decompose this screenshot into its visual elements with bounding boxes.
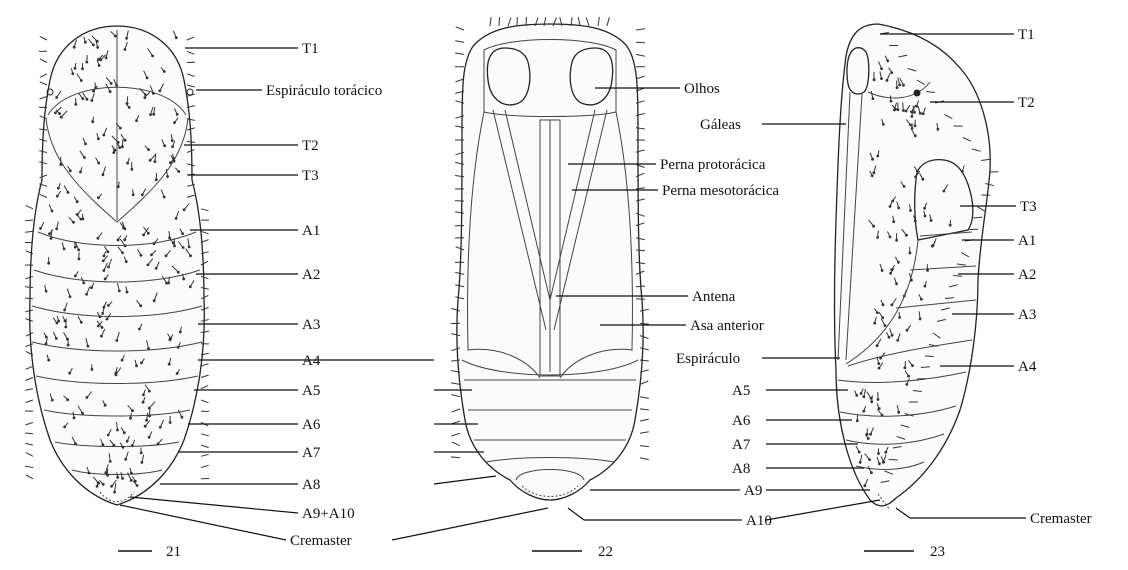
label-21-t3: T3 bbox=[302, 168, 319, 184]
seta bbox=[903, 103, 904, 111]
label-23-galeas: Gáleas bbox=[700, 117, 741, 133]
seta bbox=[953, 276, 962, 277]
label-23-t2: T2 bbox=[1018, 95, 1035, 111]
pupa-23-eye bbox=[847, 48, 869, 94]
pupa-22-eye-right bbox=[570, 48, 612, 105]
label-22-mesoleg: Perna mesotorácica bbox=[662, 183, 779, 199]
label-23-t3: T3 bbox=[1020, 199, 1037, 215]
seta bbox=[127, 96, 128, 103]
label-21-cremaster: Cremaster bbox=[290, 533, 352, 549]
label-22-antenna: Antena bbox=[692, 289, 736, 305]
label-21-t2: T2 bbox=[302, 138, 319, 154]
label-23-t1: T1 bbox=[1018, 27, 1035, 43]
seta bbox=[133, 189, 134, 194]
panel-21 bbox=[25, 26, 209, 505]
label-21-t1: T1 bbox=[302, 41, 319, 57]
seta bbox=[169, 231, 170, 238]
label-23-a1: A1 bbox=[1018, 233, 1036, 249]
seta bbox=[636, 42, 645, 43]
figure-number-21: 21 bbox=[166, 544, 181, 560]
seta bbox=[897, 81, 898, 88]
label-22-a10: A10 bbox=[746, 513, 772, 529]
label-22-proleg: Perna protorácica bbox=[660, 157, 766, 173]
seta bbox=[878, 230, 879, 237]
label-21-a7: A7 bbox=[302, 445, 321, 461]
seta bbox=[636, 286, 645, 287]
seta bbox=[925, 356, 934, 357]
label-21-thoracic-spiracle: Espiráculo torácico bbox=[266, 83, 382, 99]
pupa-23-thoracic-spiracle bbox=[914, 90, 921, 97]
seta bbox=[891, 96, 892, 102]
label-23-a7: A7 bbox=[732, 437, 751, 453]
panel-22 bbox=[451, 17, 649, 500]
seta bbox=[872, 395, 873, 401]
seta bbox=[122, 139, 123, 147]
label-23-a3: A3 bbox=[1018, 307, 1036, 323]
seta bbox=[455, 201, 464, 202]
label-23-a5: A5 bbox=[732, 383, 750, 399]
label-22-eyes: Olhos bbox=[684, 81, 720, 97]
label-21-a3: A3 bbox=[302, 317, 320, 333]
label-23-spiracle: Espiráculo bbox=[676, 351, 740, 367]
label-22-a9: A9 bbox=[744, 483, 762, 499]
label-22-forewing: Asa anterior bbox=[690, 318, 764, 334]
label-21-a8: A8 bbox=[302, 477, 320, 493]
label-21-a6: A6 bbox=[302, 417, 321, 433]
label-21-a1: A1 bbox=[302, 223, 320, 239]
label-23-a4: A4 bbox=[1018, 359, 1037, 375]
seta bbox=[75, 241, 76, 247]
seta bbox=[499, 17, 500, 26]
label-21-a4: A4 bbox=[302, 353, 321, 369]
seta bbox=[921, 367, 930, 368]
figure-number-22: 22 bbox=[598, 544, 613, 560]
figure-number-23: 23 bbox=[930, 544, 945, 560]
seta bbox=[905, 361, 906, 368]
label-21-a9-a10: A9+A10 bbox=[302, 506, 355, 522]
seta bbox=[899, 312, 900, 317]
label-21-a2: A2 bbox=[302, 267, 320, 283]
pupa-22-eye-left bbox=[487, 48, 529, 105]
label-21-a5: A5 bbox=[302, 383, 320, 399]
label-23-cremaster: Cremaster bbox=[1030, 511, 1092, 527]
label-23-a6: A6 bbox=[732, 413, 751, 429]
label-23-a8: A8 bbox=[732, 461, 750, 477]
label-23-a2: A2 bbox=[1018, 267, 1036, 283]
